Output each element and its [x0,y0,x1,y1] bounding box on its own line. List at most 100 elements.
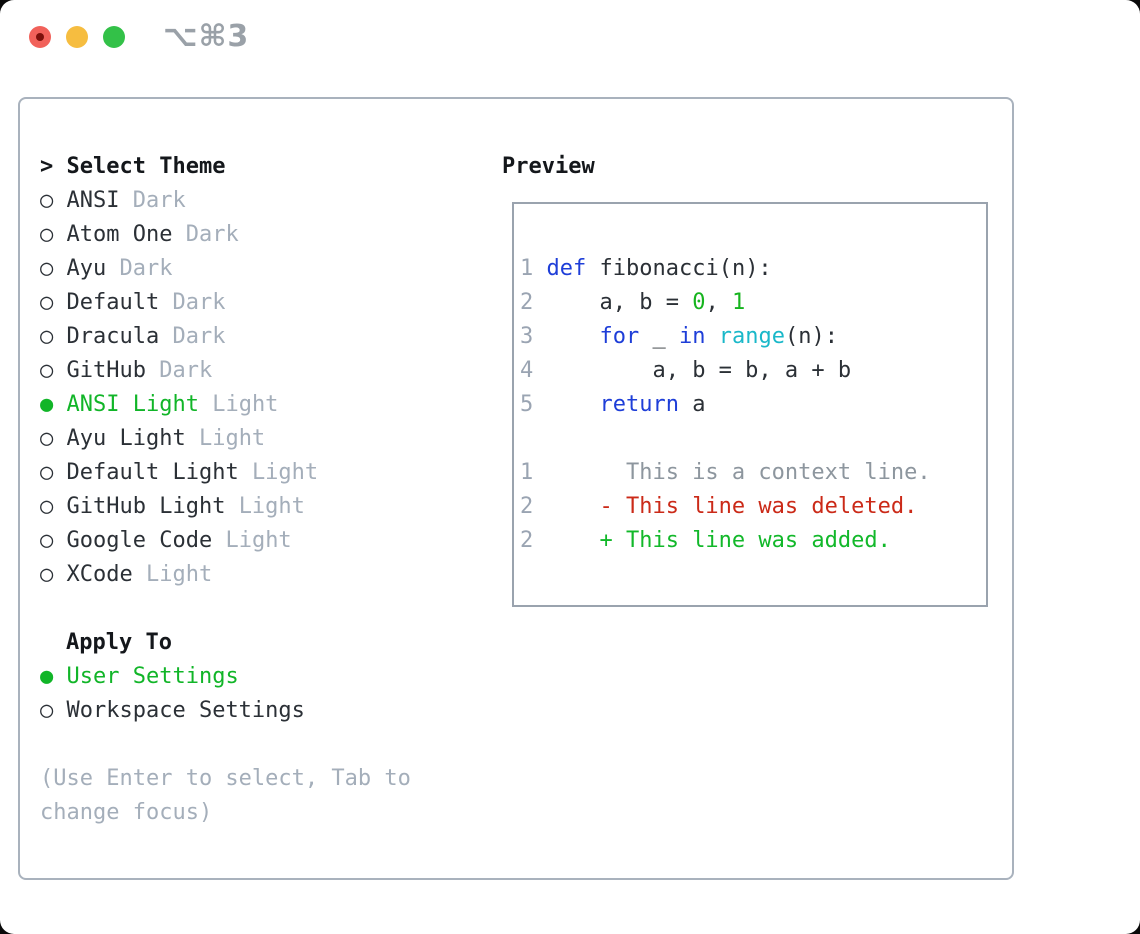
theme-option-dracula[interactable]: ○ Dracula Dark [40,320,411,354]
apply-option-workspace-settings[interactable]: ○ Workspace Settings [40,694,411,728]
theme-option-default[interactable]: ○ Default Dark [40,286,411,320]
theme-variant: Light [198,426,266,451]
spacer [40,592,411,626]
diff-deleted-line: 2 - This line was deleted. [520,490,986,524]
theme-variant: Light [238,494,305,519]
theme-label: Ayu [66,256,120,281]
theme-label: Google Code [66,528,226,553]
text-segment [533,324,599,349]
help-text-line-2: change focus) [40,800,213,825]
apply-option-label: Workspace Settings [66,698,305,723]
radio-unselected-icon: ○ [40,426,67,451]
theme-label: Default [66,290,173,315]
theme-option-github[interactable]: ○ GitHub Dark [40,354,411,388]
text-segment [533,392,599,417]
radio-unselected-icon: ○ [40,256,67,281]
theme-option-ayu[interactable]: ○ Ayu Dark [40,252,411,286]
code-line-5: 5 return a [520,388,986,422]
text-segment: fibonacci(n): [586,256,772,281]
text-segment: , [705,290,732,315]
text-segment: _ [639,324,679,349]
theme-label: Default Light [66,460,252,485]
close-button[interactable] [29,26,51,48]
theme-option-ansi[interactable]: ○ ANSI Dark [40,184,411,218]
text-segment: a [678,392,706,417]
text-segment: a, b = [533,290,693,315]
close-dot-icon [36,33,44,41]
code-line-1: 1 def fibonacci(n): [520,252,986,286]
text-segment: for [599,324,640,349]
text-segment: def [546,256,587,281]
text-segment: 0 [692,290,706,315]
blank-line [520,422,986,456]
text-segment [533,256,546,281]
zoom-button[interactable] [103,26,125,48]
theme-label: ANSI [66,188,133,213]
minimize-button[interactable] [66,26,88,48]
text-segment: + This line was added. [533,528,891,553]
radio-unselected-icon: ○ [40,222,67,247]
theme-label: GitHub [66,358,160,383]
radio-unselected-icon: ○ [40,562,67,587]
radio-selected-icon: ● [40,392,67,417]
code-line-3: 3 for _ in range(n): [520,320,986,354]
theme-option-default-light[interactable]: ○ Default Light Light [40,456,411,490]
help-text-line-1: (Use Enter to select, Tab to [40,766,411,791]
radio-unselected-icon: ○ [40,460,67,485]
select-theme-header-text: Select Theme [66,154,226,179]
theme-variant: Light [251,460,319,485]
theme-option-ansi-light[interactable]: ● ANSI Light Light [40,388,411,422]
theme-label: XCode [66,562,146,587]
code-line-2: 2 a, b = 0, 1 [520,286,986,320]
theme-option-atom-one[interactable]: ○ Atom One Dark [40,218,411,252]
theme-option-github-light[interactable]: ○ GitHub Light Light [40,490,411,524]
text-segment [705,324,718,349]
text-segment: This is a context line. [533,460,931,485]
apply-option-user-settings[interactable]: ● User Settings [40,660,411,694]
apply-to-header: Apply To [40,626,411,660]
radio-unselected-icon: ○ [40,188,67,213]
theme-variant: Light [212,392,279,417]
theme-variant: Dark [172,290,226,315]
theme-variant: Dark [172,324,226,349]
window-title: ⌥⌘3 [163,19,250,54]
radio-unselected-icon: ○ [40,290,67,315]
theme-option-xcode[interactable]: ○ XCode Light [40,558,411,592]
theme-picker-panel: > Select Theme ○ ANSI Dark○ Atom One Dar… [18,97,1014,880]
text-segment: 1 [520,460,534,485]
radio-unselected-icon: ○ [40,324,67,349]
radio-unselected-icon: ○ [40,698,67,723]
cursor-icon: > [40,154,67,179]
text-segment: 3 [520,324,534,349]
code-line-4: 4 a, b = b, a + b [520,354,986,388]
text-segment: 1 [520,256,534,281]
select-theme-header: > Select Theme [40,150,411,184]
text-segment: - This line was deleted. [533,494,918,519]
theme-selector-column: > Select Theme ○ ANSI Dark○ Atom One Dar… [40,150,411,830]
radio-unselected-icon: ○ [40,494,67,519]
text-segment: range [718,324,785,349]
text-segment: 5 [520,392,534,417]
theme-variant: Dark [159,358,213,383]
text-segment: 1 [731,290,746,315]
apply-to-header-text: Apply To [66,630,172,655]
spacer [40,728,411,762]
text-segment: in [678,324,706,349]
theme-label: GitHub Light [66,494,239,519]
text-segment: 2 [520,494,534,519]
preview-header: Preview [502,154,595,179]
text-segment: a, b = b, a + b [533,358,852,383]
theme-label: Ayu Light [66,426,199,451]
theme-list: ○ ANSI Dark○ Atom One Dark○ Ayu Dark○ De… [40,184,411,592]
apply-to-options: ● User Settings○ Workspace Settings [40,660,411,728]
theme-option-google-code[interactable]: ○ Google Code Light [40,524,411,558]
text-segment: 2 [520,290,534,315]
theme-variant: Dark [119,256,173,281]
theme-variant: Dark [185,222,239,247]
theme-option-ayu-light[interactable]: ○ Ayu Light Light [40,422,411,456]
theme-label: Dracula [66,324,173,349]
diff-added-line: 2 + This line was added. [520,524,986,558]
